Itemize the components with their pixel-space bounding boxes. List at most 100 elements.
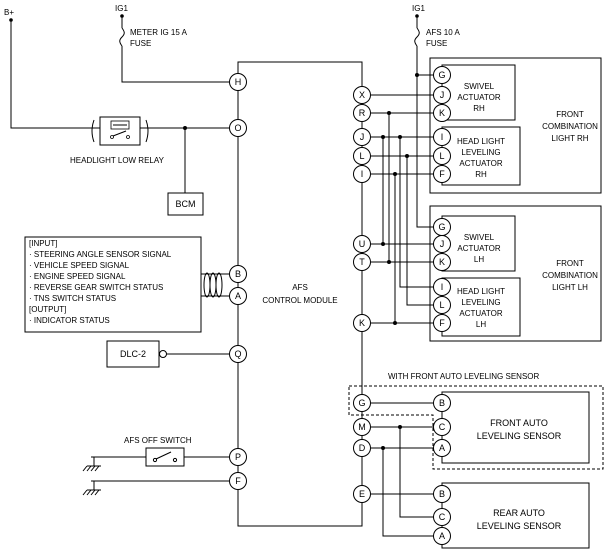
module-title-2: CONTROL MODULE <box>262 296 337 305</box>
connector-pin-label: J <box>360 132 365 142</box>
input-output-box <box>24 236 202 333</box>
afs-fuse-wire <box>416 46 434 228</box>
io-line: · INDICATOR STATUS <box>29 316 110 325</box>
connector-pin <box>353 128 371 146</box>
afs-fuse-label-2: FUSE <box>426 39 447 48</box>
connector-pin-label: K <box>359 318 365 328</box>
connector-pin <box>433 314 451 332</box>
bcm-box <box>167 192 204 216</box>
relay-label: HEADLIGHT LOW RELAY <box>70 156 165 165</box>
afs-control-module <box>237 61 363 527</box>
connector-pin-label: L <box>439 300 444 310</box>
leveling-rh-l1: HEAD LIGHT <box>457 137 505 146</box>
connector-pin <box>433 439 451 457</box>
relay-contact-left <box>110 135 114 139</box>
connector-pin-label: T <box>359 257 365 267</box>
connector-pin <box>353 147 371 165</box>
meter-fuse-icon <box>119 27 125 47</box>
connector-pin <box>229 265 247 283</box>
io-line: [INPUT] <box>29 239 57 248</box>
swivel-lh-l3: LH <box>474 255 484 264</box>
connector-pin <box>433 296 451 314</box>
combo-lh-l3: LIGHT LH <box>552 283 588 292</box>
afs-fuse-icon <box>414 27 420 47</box>
combo-lh-l1: FRONT <box>556 259 584 268</box>
connector-pin-label: I <box>441 282 444 292</box>
connector-pin-label: H <box>235 77 242 87</box>
switch-lever-icon <box>155 451 172 460</box>
ig1-meter-wire <box>121 46 229 83</box>
leveling-lh-l2: LEVELING <box>461 298 500 307</box>
connector-pin <box>433 128 451 146</box>
connector-pin-label: L <box>439 151 444 161</box>
connector-pin-label: A <box>235 291 241 301</box>
front-sensor-option-outline <box>348 385 604 470</box>
ground-icon <box>82 481 101 496</box>
combo-rh-l2: COMBINATION <box>542 122 598 131</box>
front-combination-light-lh <box>429 205 602 342</box>
connector-pin <box>353 439 371 457</box>
front-sensor-l2: LEVELING SENSOR <box>477 431 562 441</box>
connector-pin-label: Q <box>234 349 241 359</box>
front-auto-leveling-sensor <box>441 391 590 464</box>
ig1-right-label: IG1 <box>412 4 425 13</box>
module-title-1: AFS <box>292 283 308 292</box>
connector-pin <box>353 253 371 271</box>
input-output-lines: [INPUT] · STEERING ANGLE SENSOR SIGNAL ·… <box>29 239 172 325</box>
relay-switch-icon <box>112 130 127 137</box>
connector-pin-label: I <box>441 132 444 142</box>
combo-lh-l2: COMBINATION <box>542 271 598 280</box>
connector-pin-label: A <box>439 531 445 541</box>
connector-pin-label: A <box>439 443 445 453</box>
connector-pin-label: R <box>359 108 366 118</box>
connector-pin-label: J <box>440 239 445 249</box>
dlc2-connector <box>159 350 167 358</box>
front-sensor-l1: FRONT AUTO <box>490 418 548 428</box>
leveling-rh-l4: RH <box>475 170 487 179</box>
connector-pin-label: X <box>359 90 365 100</box>
connector-pin <box>433 104 451 122</box>
io-line: [OUTPUT] <box>29 305 66 314</box>
connector-pin-label: G <box>438 70 445 80</box>
dlc2-box <box>106 340 160 368</box>
io-line: · REVERSE GEAR SWITCH STATUS <box>29 283 163 292</box>
connector-pin-label: C <box>439 422 446 432</box>
connector-pin <box>433 527 451 545</box>
connector-pin-label: P <box>235 452 241 462</box>
connector-pin-label: U <box>359 239 366 249</box>
io-line: · STEERING ANGLE SENSOR SIGNAL <box>29 250 172 259</box>
connector-pin-label: E <box>359 489 365 499</box>
connector-pin-label: I <box>361 169 364 179</box>
connector-pin <box>433 485 451 503</box>
swivel-lh-l1: SWIVEL <box>464 233 495 242</box>
rear-sensor-l2: LEVELING SENSOR <box>477 521 562 531</box>
afs-off-switch-label: AFS OFF SWITCH <box>124 436 192 445</box>
afs-off-switch <box>145 447 185 467</box>
front-combination-light-rh <box>429 57 602 194</box>
connector-pin-label: B <box>235 269 241 279</box>
rear-auto-leveling-sensor <box>441 482 590 549</box>
connector-pin <box>433 66 451 84</box>
swivel-rh-l3: RH <box>473 104 485 113</box>
bplus-label: B+ <box>4 8 14 17</box>
connector-pin-label: M <box>358 422 366 432</box>
switch-contact-right <box>172 457 178 463</box>
connector-pin-label: K <box>439 108 445 118</box>
relay-coil-icon <box>110 120 130 130</box>
connector-pin-label: K <box>439 257 445 267</box>
connector-pin <box>229 287 247 305</box>
connector-pin-label: B <box>439 489 445 499</box>
dlc2-label: DLC-2 <box>120 349 146 359</box>
rear-sensor-l1: REAR AUTO <box>493 508 545 518</box>
connector-pin <box>433 147 451 165</box>
connector-pin <box>433 165 451 183</box>
connector-pin <box>433 253 451 271</box>
leveling-lh-l3: ACTUATOR <box>459 309 502 318</box>
swivel-lh-l2: ACTUATOR <box>457 244 500 253</box>
relay-bracket-left <box>91 119 95 143</box>
connector-pin <box>433 86 451 104</box>
combo-rh-l1: FRONT <box>556 110 584 119</box>
connector-pin <box>229 119 247 137</box>
connector-pin-label: G <box>438 222 445 232</box>
